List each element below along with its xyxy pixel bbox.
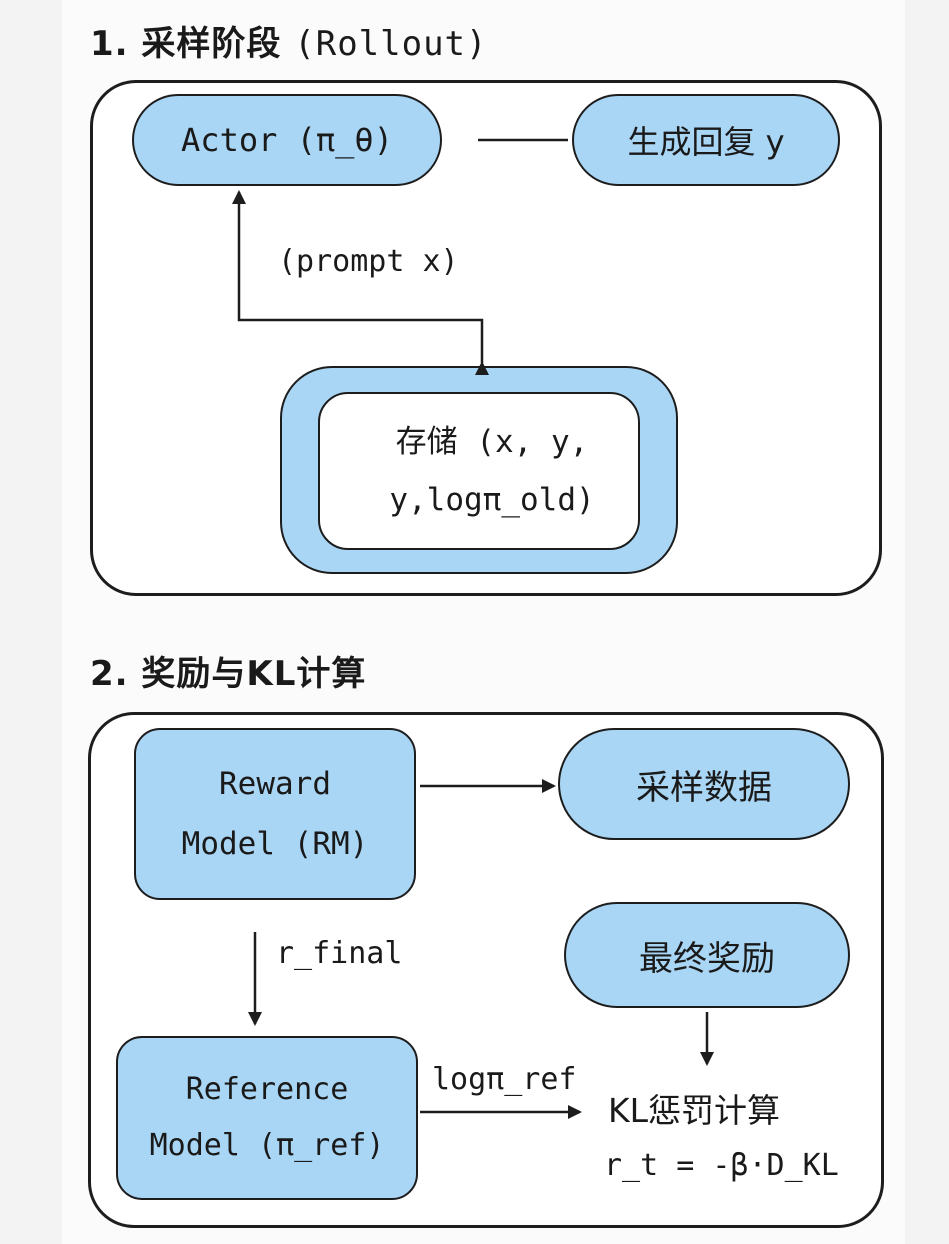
actor-storage-connector (232, 190, 489, 375)
section1-number: 1. (90, 24, 129, 64)
section1-title: 采样阶段 (141, 24, 282, 64)
sample-data-node[interactable]: 采样数据 (558, 728, 850, 840)
logpi-ref-label: logπ_ref (432, 1062, 577, 1097)
section1-subtitle: (Rollout) (294, 24, 488, 64)
r-final-label: r_final (276, 936, 403, 971)
storage-line-1: 存储 (x, y, (395, 424, 589, 460)
reward-model-line-1: Reward (219, 766, 331, 802)
storage-node-outer[interactable]: 存储 (x, y, y,logπ_old) (280, 366, 678, 574)
generate-reply-node[interactable]: 生成回复 y (572, 94, 840, 186)
kl-formula: r_t = -β·D_KL (604, 1148, 839, 1183)
section2-number: 2. (90, 654, 129, 694)
reference-model-line-1: Reference (185, 1072, 349, 1107)
reference-model-node[interactable]: Reference Model (π_ref) (116, 1036, 418, 1200)
reference-model-line-2: Model (π_ref) (149, 1128, 385, 1163)
final-reward-node[interactable]: 最终奖励 (564, 902, 850, 1008)
section2-title: 奖励与KL计算 (141, 654, 367, 694)
section2-heading: 2. 奖励与KL计算 (90, 646, 366, 695)
reward-model-node[interactable]: Reward Model (RM) (134, 728, 416, 900)
sample-data-label: 采样数据 (636, 767, 772, 808)
reward-model-line-2: Model (RM) (181, 826, 369, 862)
section1-heading: 1. 采样阶段 (Rollout) (90, 16, 488, 65)
final-reward-label: 最终奖励 (639, 938, 775, 979)
actor-label: Actor (π_θ) (181, 121, 393, 159)
storage-node-inner: 存储 (x, y, y,logπ_old) (318, 392, 640, 550)
actor-node[interactable]: Actor (π_θ) (132, 94, 442, 186)
storage-line-2: y,logπ_old) (389, 482, 595, 518)
generate-reply-label: 生成回复 y (627, 123, 785, 161)
kl-penalty-title: KL惩罚计算 (608, 1091, 781, 1130)
